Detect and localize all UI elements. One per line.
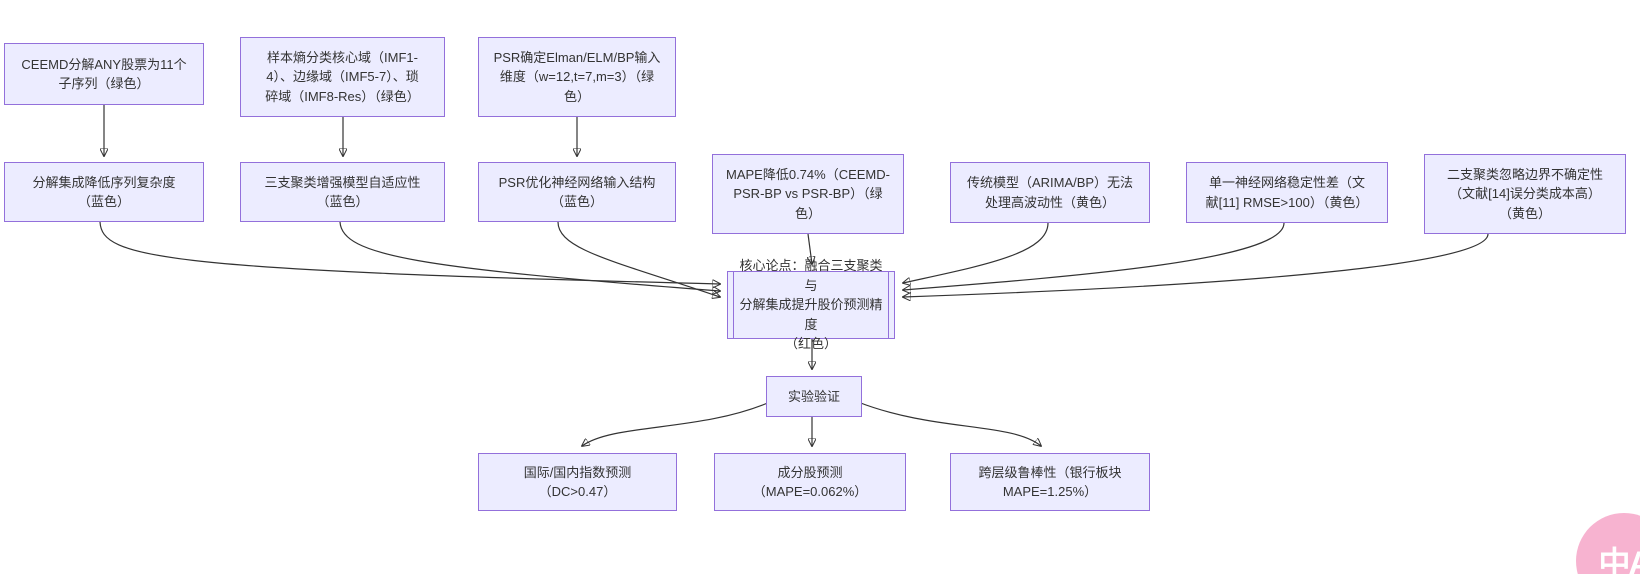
node-label: 跨层级鲁棒性（银行板块 MAPE=1.25%） [978,464,1122,500]
edge-singlenn-to-core [903,222,1285,290]
node-label: 二支聚类忽略边界不确定性 （文献[14]误分类成本高） （黄色） [1446,166,1603,221]
node-core-thesis: 核心论点：融合三支聚类与 分解集成提升股价预测精度 （红色） [727,258,895,351]
node-sample-entropy: 样本熵分类核心域（IMF1- 4）、边缘域（IMF5-7）、琐 碎域（IMF8-… [240,37,445,117]
node-single-nn-instability: 单一神经网络稳定性差（文 献[11] RMSE>100）（黄色） [1186,162,1388,223]
node-component-stock-prediction: 成分股预测 （MAPE=0.062%） [714,453,906,511]
node-experiment-validation: 实验验证 [766,376,862,417]
node-ceemd-decomposition: CEEMD分解ANY股票为11个 子序列（绿色） [4,43,204,105]
edge-experiment-to-index [582,401,771,446]
node-cross-level-robustness: 跨层级鲁棒性（银行板块 MAPE=1.25%） [950,453,1150,511]
node-label: 传统模型（ARIMA/BP）无法 处理高波动性（黄色） [966,175,1134,210]
node-label: 国际/国内指数预测 （DC>0.47） [523,464,632,500]
node-index-prediction: 国际/国内指数预测 （DC>0.47） [478,453,677,511]
edge-decomp-to-core [99,221,720,284]
node-label: CEEMD分解ANY股票为11个 子序列（绿色） [21,56,187,92]
node-mape-improvement: MAPE降低0.74%（CEEMD- PSR-BP vs PSR-BP）（绿 色… [712,154,904,234]
node-label: 样本熵分类核心域（IMF1- 4）、边缘域（IMF5-7）、琐 碎域（IMF8-… [265,49,420,104]
edge-traditional-to-core [903,222,1049,283]
node-three-way-clustering: 三支聚类增强模型自适应性 （蓝色） [240,162,445,222]
translate-button[interactable]: 中A [1576,513,1640,574]
node-label: 三支聚类增强模型自适应性 （蓝色） [264,174,421,210]
node-label: 成分股预测 （MAPE=0.062%） [752,464,868,500]
node-psr-input-structure: PSR优化神经网络输入结构 （蓝色） [478,162,676,222]
node-label: 分解集成降低序列复杂度 （蓝色） [32,174,176,210]
node-traditional-model-limit: 传统模型（ARIMA/BP）无法 处理高波动性（黄色） [950,162,1150,223]
edge-twoway-to-core [903,233,1489,297]
node-label: 单一神经网络稳定性差（文 献[11] RMSE>100）（黄色） [1205,175,1369,210]
node-label: 核心论点：融合三支聚类与 分解集成提升股价预测精度 （红色） [739,258,883,352]
edge-threeway-to-core [339,221,720,291]
translate-button-label: 中A [1598,545,1640,574]
edge-experiment-to-robustness [857,401,1041,446]
node-label: MAPE降低0.74%（CEEMD- PSR-BP vs PSR-BP）（绿 色… [726,166,890,221]
node-decomposition-complexity: 分解集成降低序列复杂度 （蓝色） [4,162,204,222]
node-label: PSR确定Elman/ELM/BP输入 维度（w=12,t=7,m=3）（绿 色… [493,49,661,104]
node-label: PSR优化神经网络输入结构 （蓝色） [498,174,656,210]
edge-psrstructure-to-core [557,221,720,297]
node-two-way-clustering-limit: 二支聚类忽略边界不确定性 （文献[14]误分类成本高） （黄色） [1424,154,1626,234]
node-psr-dimensions: PSR确定Elman/ELM/BP输入 维度（w=12,t=7,m=3）（绿 色… [478,37,676,117]
node-label: 实验验证 [787,388,840,404]
